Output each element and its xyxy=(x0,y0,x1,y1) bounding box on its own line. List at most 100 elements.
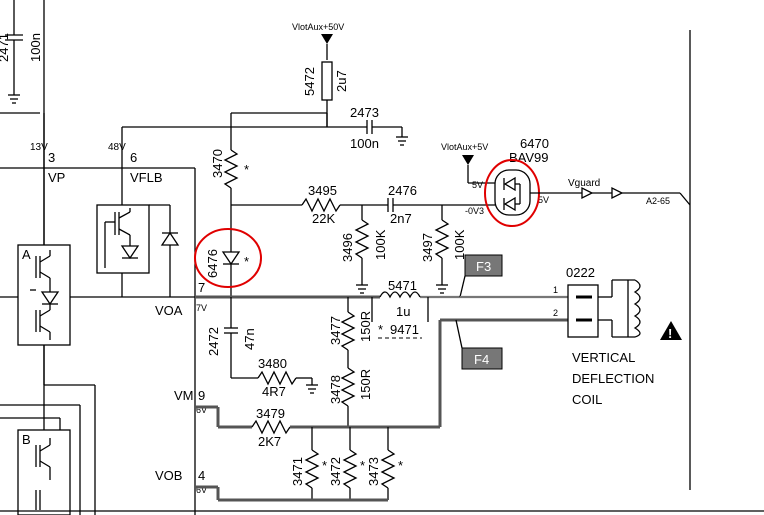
ic-6v-b: 6V xyxy=(196,485,207,495)
svg-text:!: ! xyxy=(668,326,672,341)
warning-icon: ! xyxy=(660,321,682,341)
c2472-value: 47n xyxy=(242,328,257,350)
ic-vp-label: VP xyxy=(48,170,65,185)
r3479-value: 2K7 xyxy=(258,434,281,449)
capacitor-2471: 2471 100n xyxy=(0,0,43,104)
amplifier-block-b: B xyxy=(17,429,71,515)
resistor-3496: 3496 100K xyxy=(340,205,388,294)
f3-label: F3 xyxy=(476,259,491,274)
diode-6476: 6476 * xyxy=(194,205,262,297)
capacitor-2472: 2472 47n xyxy=(206,297,257,378)
r3496-ref: 3496 xyxy=(340,233,355,262)
coil-line-2: DEFLECTION xyxy=(572,371,654,386)
ic-13v: 13V xyxy=(30,142,48,153)
vguard-label: Vguard xyxy=(568,178,600,189)
ic-pin-7: 7 xyxy=(198,280,205,295)
c2476-value: 2n7 xyxy=(390,211,412,226)
ic-48v: 48V xyxy=(108,142,126,153)
resistor-3480: 3480 4R7 xyxy=(257,356,318,399)
r3478-ref: 3478 xyxy=(328,375,343,404)
ic-voa-label: VOA xyxy=(155,303,183,318)
diode-pair-6470: VlotAux+5V 6470 BAV99 5V -0V3 5V xyxy=(441,136,549,227)
connector-pin-1: 1 xyxy=(553,285,558,295)
r3473-star: * xyxy=(398,458,403,473)
r3480-ref: 3480 xyxy=(258,356,287,371)
resistor-3497: 3497 100K xyxy=(420,205,467,294)
c2471-value: 100n xyxy=(28,33,43,62)
ic-7v: 7V xyxy=(196,303,207,313)
r3497-ref: 3497 xyxy=(420,233,435,262)
deflection-coil xyxy=(598,279,641,338)
c2472-ref: 2472 xyxy=(206,327,221,356)
c2473-value: 100n xyxy=(350,136,379,151)
highlight-circle-d6476 xyxy=(194,228,262,288)
c2471-ref: 2471 xyxy=(0,33,11,62)
r3497-value: 100K xyxy=(452,229,467,260)
resistor-3473: 3473 * xyxy=(366,427,403,500)
f4-label: F4 xyxy=(474,352,489,367)
r9471-star: * xyxy=(378,322,383,337)
r3470-star: * xyxy=(244,162,249,177)
vlotaux5-label: VlotAux+5V xyxy=(441,142,488,152)
r3470-ref: 3470 xyxy=(210,149,225,178)
d6470-ref: 6470 xyxy=(520,136,549,151)
r3472-ref: 3472 xyxy=(328,457,343,486)
r3478-value: 150R xyxy=(358,369,373,400)
r3480-value: 4R7 xyxy=(262,384,286,399)
r3495-ref: 3495 xyxy=(308,183,337,198)
output-ic: 3 13V VP 6 48V VFLB VOA VM VOB xyxy=(0,142,196,515)
r9471-ref: 9471 xyxy=(390,322,419,337)
r3479-ref: 3479 xyxy=(256,406,285,421)
resistor-3470: 3470 * xyxy=(210,113,249,205)
l5471-value: 1u xyxy=(396,304,410,319)
connector-ref: 0222 xyxy=(566,265,595,280)
resistor-3472: 3472 * xyxy=(328,427,365,500)
block-b-label: B xyxy=(22,432,31,447)
coil-label: VERTICAL DEFLECTION COIL xyxy=(572,350,654,407)
ic-pin-4: 4 xyxy=(198,468,205,483)
jumper-9471: * 9471 xyxy=(371,297,429,339)
ic-vm-label: VM xyxy=(174,388,194,403)
coil-line-1: VERTICAL xyxy=(572,350,635,365)
connector-pin-2: 2 xyxy=(553,308,558,318)
flyback-diode xyxy=(149,204,180,297)
amplifier-block-a: A xyxy=(17,244,71,346)
r3471-star: * xyxy=(322,458,327,473)
r3471-ref: 3471 xyxy=(290,457,305,486)
vguard-signal: Vguard A2-65 xyxy=(530,178,691,206)
supply-50v: VlotAux+50V xyxy=(292,22,344,60)
ic-vob-label: VOB xyxy=(155,468,182,483)
ic-vflb-label: VFLB xyxy=(130,170,163,185)
resistor-3495: 3495 22K xyxy=(301,183,388,226)
r3473-ref: 3473 xyxy=(366,457,381,486)
r3496-value: 100K xyxy=(373,229,388,260)
inductor-5471: 5471 1u xyxy=(379,278,421,319)
r3495-value: 22K xyxy=(312,211,335,226)
ic-6v-a: 6V xyxy=(196,405,207,415)
flyback-switch-block xyxy=(96,204,150,274)
resistor-3479: 3479 2K7 xyxy=(251,406,291,449)
c2473-ref: 2473 xyxy=(350,105,379,120)
d6476-star: * xyxy=(244,254,249,269)
c2476-ref: 2476 xyxy=(388,183,417,198)
l5471-ref: 5471 xyxy=(388,278,417,293)
d6470-5v: 5V xyxy=(472,180,483,190)
flag-f3: F3 xyxy=(459,254,503,298)
connector-0222: 0222 1 2 xyxy=(553,265,599,338)
block-a-label: A xyxy=(22,247,31,262)
l5472-value: 2u7 xyxy=(334,70,349,92)
inductor-5472: 5472 2u7 xyxy=(302,61,349,127)
d6470-value: BAV99 xyxy=(509,150,549,165)
flag-f4: F4 xyxy=(455,319,503,370)
r3477-value: 150R xyxy=(358,311,373,342)
ic-pin-9: 9 xyxy=(198,388,205,403)
l5472-ref: 5472 xyxy=(302,67,317,96)
coil-line-3: COIL xyxy=(572,392,602,407)
capacitor-2476: 2476 2n7 xyxy=(387,183,470,226)
resistor-3477: 3477 150R xyxy=(328,297,373,368)
resistor-3471: 3471 * xyxy=(290,427,327,500)
d6470-m0v3: -0V3 xyxy=(465,206,484,216)
ic-pin-6: 6 xyxy=(130,150,137,165)
a265-label: A2-65 xyxy=(646,196,670,206)
